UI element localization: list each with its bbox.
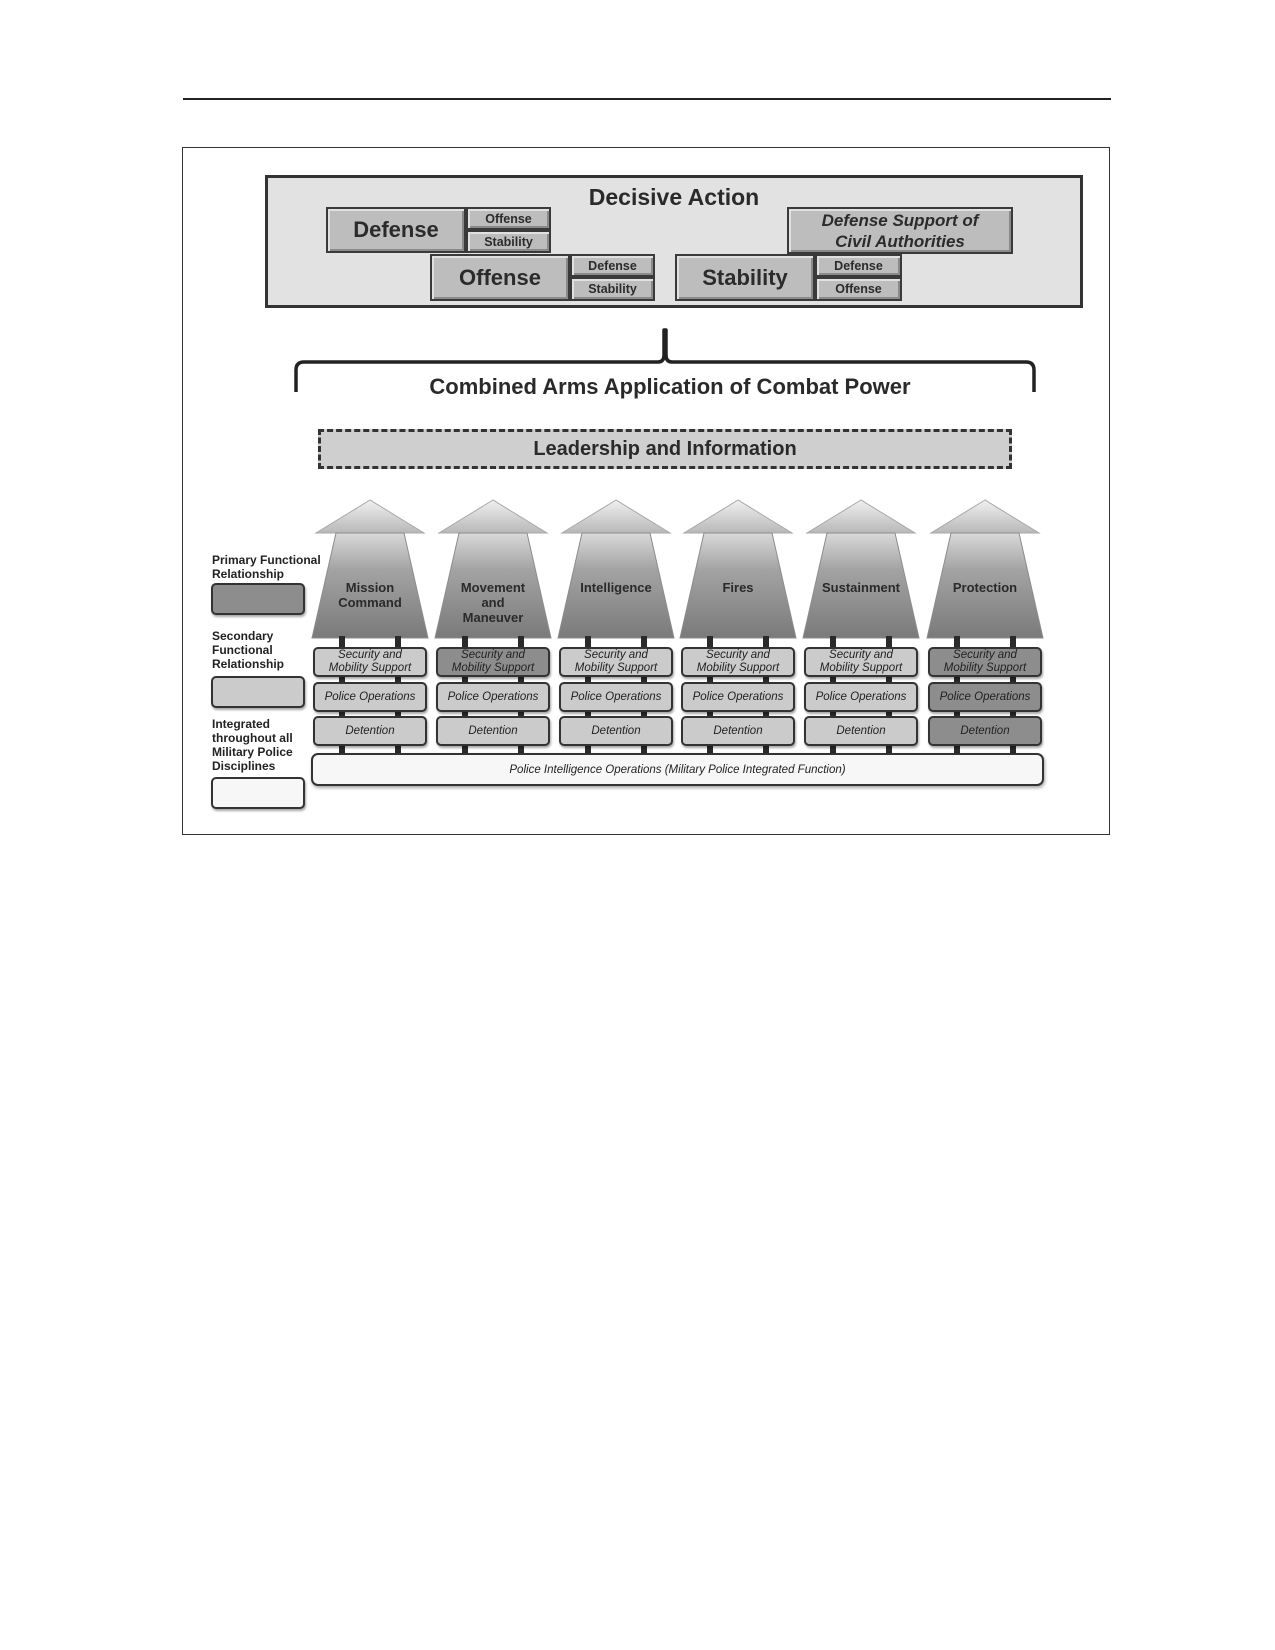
- warfighting-function-label-line: and: [481, 595, 505, 610]
- police-intelligence-operations-bar: Police Intelligence Operations (Military…: [311, 753, 1044, 786]
- warfighting-function-label-line: Movement: [460, 580, 526, 595]
- warfighting-function-label-line: Command: [338, 595, 402, 610]
- defense-box: Defense: [326, 207, 466, 253]
- discipline-box: Detention: [436, 716, 550, 746]
- warfighting-function-label-line: Intelligence: [580, 580, 652, 595]
- legend-secondary-label: Secondary Functional Relationship: [212, 629, 285, 671]
- discipline-box: Security and Mobility Support: [681, 647, 795, 677]
- arrow-head: [560, 499, 672, 534]
- warfighting-function-label: Protection: [935, 580, 1035, 595]
- discipline-box: Security and Mobility Support: [928, 647, 1042, 677]
- warfighting-function-label: Sustainment: [811, 580, 911, 595]
- arrow-head: [805, 499, 917, 534]
- arrow-head: [929, 499, 1041, 534]
- discipline-box: Police Operations: [559, 682, 673, 712]
- leadership-information-bar: Leadership and Information: [318, 429, 1012, 469]
- arrow-head: [314, 499, 426, 534]
- stability-sub-defense: Defense: [815, 254, 902, 277]
- defense-sub-offense: Offense: [466, 207, 551, 230]
- discipline-box: Police Operations: [928, 682, 1042, 712]
- warfighting-function-label: Intelligence: [566, 580, 666, 595]
- legend-primary-swatch: [211, 583, 305, 615]
- discipline-box: Security and Mobility Support: [436, 647, 550, 677]
- discipline-box: Police Operations: [681, 682, 795, 712]
- discipline-box: Security and Mobility Support: [313, 647, 427, 677]
- discipline-box: Police Operations: [313, 682, 427, 712]
- warfighting-function-label-line: Sustainment: [821, 580, 900, 595]
- discipline-box: Detention: [313, 716, 427, 746]
- arrow-body: [802, 532, 920, 639]
- discipline-box: Detention: [804, 716, 918, 746]
- legend-integrated-swatch: [211, 777, 305, 809]
- warfighting-function-label-line: Fires: [722, 580, 754, 595]
- arrow-head: [682, 499, 794, 534]
- arrow-head: [437, 499, 549, 534]
- offense-sub-stability: Stability: [570, 277, 655, 301]
- warfighting-function-label-line: Mission: [345, 580, 395, 595]
- discipline-box: Detention: [681, 716, 795, 746]
- discipline-box: Detention: [928, 716, 1042, 746]
- stability-box: Stability: [675, 254, 815, 301]
- arrow-body: [926, 532, 1044, 639]
- discipline-box: Security and Mobility Support: [559, 647, 673, 677]
- discipline-box: Security and Mobility Support: [804, 647, 918, 677]
- arrow-body: [557, 532, 675, 639]
- legend-integrated-label: Integrated throughout all Military Polic…: [212, 717, 293, 773]
- combined-arms-title: Combined Arms Application of Combat Powe…: [429, 374, 911, 399]
- arrow-body: [311, 532, 429, 639]
- discipline-box: Police Operations: [436, 682, 550, 712]
- defense-sub-stability: Stability: [466, 230, 551, 253]
- dsca-box: Defense Support of Civil Authorities: [787, 207, 1013, 254]
- warfighting-function-label: Fires: [688, 580, 788, 595]
- discipline-box: Detention: [559, 716, 673, 746]
- offense-box: Offense: [430, 254, 570, 301]
- stability-sub-offense: Offense: [815, 277, 902, 301]
- legend-secondary-swatch: [211, 676, 305, 708]
- decisive-action-title: Decisive Action: [588, 184, 760, 210]
- legend-primary-label: Primary Functional Relationship: [212, 553, 321, 581]
- arrow-body: [434, 532, 552, 639]
- offense-sub-defense: Defense: [570, 254, 655, 277]
- discipline-box: Police Operations: [804, 682, 918, 712]
- warfighting-function-label-line: Maneuver: [462, 610, 524, 625]
- warfighting-function-label-line: Protection: [952, 580, 1018, 595]
- page-header-rule: [183, 98, 1111, 100]
- arrow-body: [679, 532, 797, 639]
